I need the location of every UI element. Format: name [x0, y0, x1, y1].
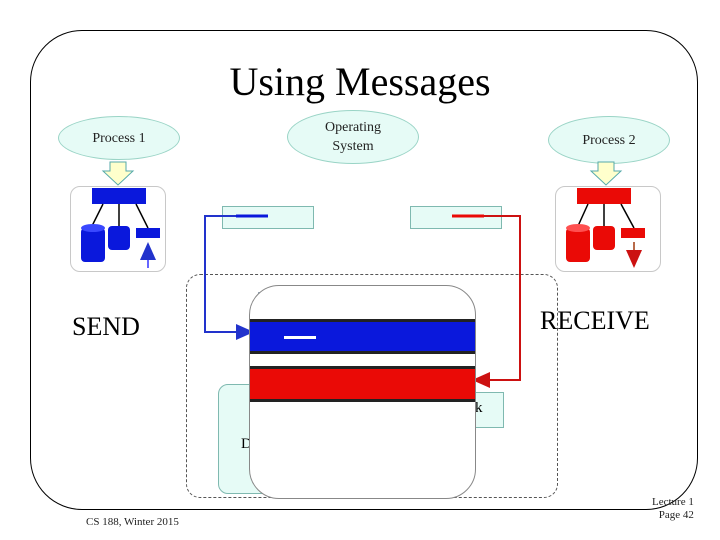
process-1-label: Process 1 — [92, 130, 146, 146]
os-label-line1: Operating — [325, 120, 381, 135]
send-path-arrow — [204, 215, 254, 340]
footer-page-line: Page 42 — [658, 509, 694, 521]
p2-cylinder — [566, 228, 590, 262]
process-2-label: Process 2 — [582, 132, 636, 148]
p1-root-node — [92, 188, 146, 204]
message-buffer-overlay — [249, 285, 476, 499]
process-1-down-arrow — [101, 161, 135, 186]
slide-title: Using Messages — [229, 59, 491, 104]
p2-root-node — [577, 188, 631, 204]
send-label: SEND — [72, 312, 140, 341]
message-band-red — [250, 366, 475, 402]
message-band-mark — [284, 336, 316, 339]
process-1-tree-box — [70, 186, 166, 272]
message-band-blue — [250, 319, 475, 354]
footer-lecture: Lecture 1 Page 42 — [652, 496, 694, 522]
slide-frame — [30, 30, 698, 510]
p1-cylinder — [81, 228, 105, 262]
footer-lecture-line: Lecture 1 — [652, 496, 694, 508]
os-label-line2: System — [332, 139, 374, 154]
p1-bar — [136, 228, 160, 238]
p1-block — [108, 226, 130, 250]
disk-label-fragment: D — [241, 436, 252, 452]
process-1-ellipse: Process 1 — [58, 116, 180, 160]
footer-course: CS 188, Winter 2015 — [86, 516, 179, 528]
p2-bar — [621, 228, 645, 238]
process-2-tree-box — [555, 186, 661, 272]
operating-system-ellipse: Operating System — [287, 110, 419, 164]
process-2-down-arrow — [589, 161, 623, 186]
p2-block — [593, 226, 615, 250]
receive-label: RECEIVE — [540, 306, 650, 335]
receive-path-arrow — [472, 215, 521, 388]
